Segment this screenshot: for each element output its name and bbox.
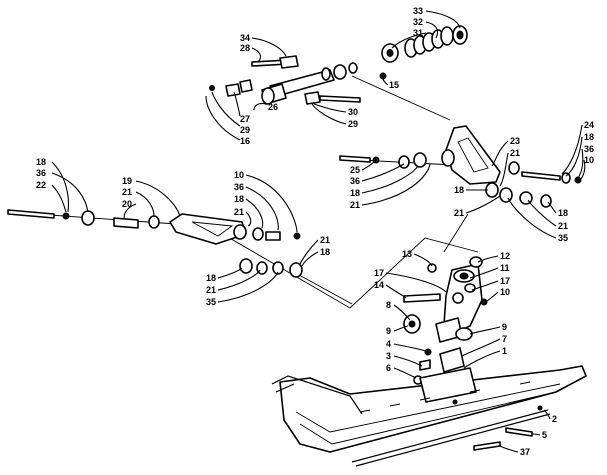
- callout-6: 6: [386, 363, 391, 373]
- callout-21-arm: 21: [122, 187, 132, 197]
- callout-18-arm-end: 18: [320, 247, 330, 257]
- ski: [271, 365, 587, 467]
- spring-assembly: [381, 25, 468, 63]
- callout-36-center: 36: [350, 176, 360, 186]
- callout-7: 7: [502, 334, 507, 344]
- callout-9-left: 9: [386, 326, 391, 336]
- callout-29-bolt: 29: [348, 119, 358, 129]
- callout-18-right: 18: [584, 132, 594, 142]
- callout-21-bracket: 21: [510, 148, 520, 158]
- spring-coil: [404, 26, 454, 58]
- callout-27: 27: [240, 114, 250, 124]
- callout-19: 19: [122, 176, 132, 186]
- callout-12: 12: [500, 251, 510, 261]
- reference-lines: [7, 75, 479, 309]
- callout-31: 31: [413, 28, 423, 38]
- callout-11: 11: [500, 263, 510, 273]
- shock-absorber: [209, 55, 387, 105]
- callout-21-lower-right: 21: [558, 221, 568, 231]
- callout-23: 23: [510, 136, 520, 146]
- callout-4: 4: [386, 339, 391, 349]
- upper-bracket: [339, 125, 582, 208]
- leader-lines: [51, 10, 586, 453]
- callout-10-right: 10: [584, 155, 594, 165]
- callout-26: 26: [268, 102, 278, 112]
- callout-3: 3: [386, 351, 391, 361]
- callout-33: 33: [413, 6, 423, 16]
- callout-28: 28: [240, 43, 250, 53]
- bolt-22: [7, 209, 55, 219]
- callout-18-left: 18: [36, 157, 46, 167]
- callout-35-right: 35: [558, 233, 568, 243]
- callout-29-shock: 29: [240, 125, 250, 135]
- callout-10-spindle: 10: [500, 287, 510, 297]
- callout-15: 15: [389, 80, 399, 90]
- callout-9-right: 9: [502, 322, 507, 332]
- callout-21-lower-left: 21: [206, 285, 216, 295]
- callout-18-lower-right: 18: [558, 208, 568, 218]
- callout-34: 34: [240, 33, 250, 43]
- callout-32: 32: [413, 17, 423, 27]
- callout-18-lower-left: 18: [206, 273, 216, 283]
- spindle-assembly: [403, 256, 488, 385]
- callout-5: 5: [542, 430, 547, 440]
- callout-18-mid: 18: [454, 185, 464, 195]
- callout-35-left: 35: [206, 297, 216, 307]
- callout-16: 16: [240, 136, 250, 146]
- callout-36-arm: 36: [234, 182, 244, 192]
- callout-36-left: 36: [36, 168, 46, 178]
- callout-24: 24: [584, 120, 594, 130]
- callout-21-arm-right: 21: [234, 207, 244, 217]
- callout-20: 20: [122, 199, 132, 209]
- a-arm-assembly: [7, 209, 303, 278]
- callout-8: 8: [386, 300, 391, 310]
- callout-30: 30: [348, 107, 358, 117]
- callout-25: 25: [350, 165, 360, 175]
- callout-21-mid: 21: [454, 208, 464, 218]
- callout-13: 13: [402, 249, 412, 259]
- callout-21-center: 21: [350, 200, 360, 210]
- callout-labels: 33 32 31 34 28 15 26 27 29 16 30 29 24 1…: [36, 6, 594, 457]
- callout-14: 14: [374, 280, 384, 290]
- callout-18-center: 18: [350, 188, 360, 198]
- callout-17-left: 17: [374, 268, 384, 278]
- callout-2: 2: [552, 414, 557, 424]
- callout-18-arm: 18: [234, 194, 244, 204]
- callout-21-arm-end: 21: [320, 235, 330, 245]
- callout-22: 22: [36, 180, 46, 190]
- callout-17-right: 17: [500, 276, 510, 286]
- callout-1: 1: [502, 346, 507, 356]
- bolt-30: [319, 95, 361, 103]
- callout-36-right: 36: [584, 144, 594, 154]
- callout-10-center: 10: [234, 170, 244, 180]
- callout-37: 37: [520, 447, 530, 457]
